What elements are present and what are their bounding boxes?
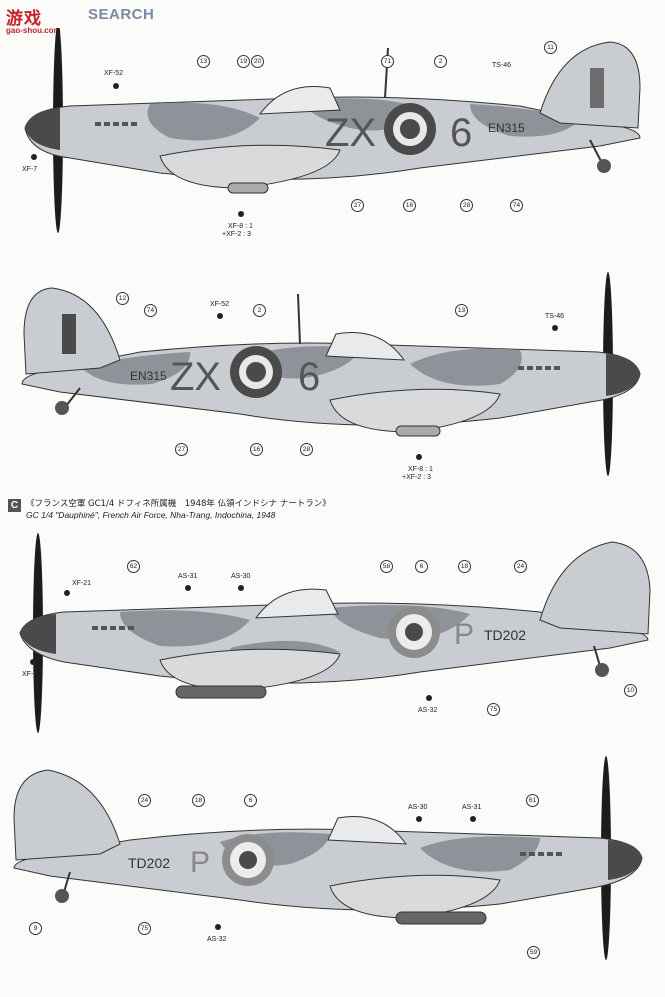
paint-label: XF-7: [22, 166, 38, 173]
watermark: 游戏 gao-shou.com SEARCH: [4, 2, 194, 38]
plane-1-drawing: ZX 6 EN315: [24, 28, 641, 233]
paint-label: XF-8: [22, 671, 38, 678]
plane-1-roundel-center: [400, 119, 420, 139]
paint-label: TS-46: [545, 313, 565, 320]
part-number: 2: [434, 55, 447, 68]
part-number: 71: [381, 55, 394, 68]
paint-callout-dot: [30, 659, 36, 665]
part-number: 62: [127, 560, 140, 573]
part-number: 27: [175, 443, 188, 456]
plane-1-serial: EN315: [488, 121, 525, 135]
part-number: 75: [138, 922, 151, 935]
part-number: 74: [510, 199, 523, 212]
paint-callout-dot: [185, 585, 191, 591]
plane-1-code-left: ZX: [325, 111, 376, 155]
plane-3-drawing: P TD202: [19, 533, 651, 733]
paint-callout-dot: [238, 211, 244, 217]
plane-3-serial: TD202: [484, 627, 526, 643]
paint-label: TS-46: [492, 62, 512, 69]
part-number: 61: [526, 794, 539, 807]
part-number: 75: [487, 703, 500, 716]
part-number: 6: [244, 794, 257, 807]
part-number: 16: [403, 199, 416, 212]
plane-4-drawing: P TD202: [13, 756, 643, 960]
part-number: 28: [300, 443, 313, 456]
paint-label: AS-32: [418, 707, 438, 714]
plane-4-serial: TD202: [128, 855, 170, 871]
watermark-text: SEARCH: [88, 6, 155, 23]
paint-label: XF-21: [72, 580, 92, 587]
plane-1-code-right: 6: [450, 111, 472, 155]
paint-mix-label: +XF-2 : 3: [402, 474, 431, 481]
plane-4-code-letter: P: [190, 846, 210, 879]
part-number: 16: [250, 443, 263, 456]
part-number: 13: [197, 55, 210, 68]
paint-label: XF-52: [210, 301, 230, 308]
part-number: 19: [237, 55, 250, 68]
paint-callout-dot: [426, 695, 432, 701]
part-number: 74: [144, 304, 157, 317]
paint-callout-dot: [113, 83, 119, 89]
paint-callout-dot: [416, 454, 422, 460]
plane-3-code-letter: P: [454, 618, 474, 651]
paint-label: AS-31: [462, 804, 482, 811]
part-number: 11: [544, 41, 557, 54]
paint-callout-dot: [552, 325, 558, 331]
paint-mix-label: XF-8 : 1: [408, 466, 433, 473]
plane-1-left-profile: ZX 6 EN315 XF-52 XF-7 TS-46 XF-8 : 1 +XF…: [0, 28, 665, 273]
part-number: 24: [514, 560, 527, 573]
part-number: 2: [253, 304, 266, 317]
part-number: 13: [455, 304, 468, 317]
paint-callout-dot: [215, 924, 221, 930]
section-title-jp: 《フランス空軍 GC1/4 ドフィネ所属機 1948年 仏領インドシナ ナートラ…: [26, 499, 331, 509]
paint-label: AS-30: [231, 573, 251, 580]
paint-mix-label: XF-8 : 1: [228, 223, 253, 230]
paint-callout-dot: [64, 590, 70, 596]
part-number: 24: [138, 794, 151, 807]
paint-callout-dot: [238, 585, 244, 591]
part-number: 6: [415, 560, 428, 573]
watermark-url: gao-shou.com: [6, 26, 61, 35]
part-number: 59: [527, 946, 540, 959]
section-title-en: GC 1/4 "Dauphiné", French Air Force, Nha…: [26, 510, 276, 520]
plane-3-roundel-center: [405, 623, 423, 641]
part-number: 58: [380, 560, 393, 573]
plane-2-code-right: 6: [298, 355, 320, 399]
part-number: 28: [460, 199, 473, 212]
paint-label: XF-52: [104, 70, 124, 77]
plane-2-serial: EN315: [130, 369, 167, 383]
section-badge: C: [8, 499, 21, 512]
part-number: 20: [251, 55, 264, 68]
plane-2-code-left: ZX: [170, 355, 221, 399]
part-number: 10: [624, 684, 637, 697]
paint-mix-label: +XF-2 : 3: [222, 231, 251, 238]
part-number: 9: [29, 922, 42, 935]
part-number: 18: [458, 560, 471, 573]
paint-label: AS-31: [178, 573, 198, 580]
section-header: C 《フランス空軍 GC1/4 ドフィネ所属機 1948年 仏領インドシナ ナー…: [8, 496, 408, 524]
paint-callout-dot: [416, 816, 422, 822]
plane-2-drawing: ZX 6 EN315: [21, 272, 641, 476]
part-number: 18: [192, 794, 205, 807]
paint-label: AS-32: [207, 936, 227, 943]
paint-callout-dot: [470, 816, 476, 822]
plane-4-right-profile: P TD202 24 18 6 AS-30 AS-31 61 9 75 AS-3…: [0, 752, 665, 997]
part-number: 27: [351, 199, 364, 212]
watermark-logo: 游戏: [6, 9, 42, 29]
plane-4-roundel-center: [239, 851, 257, 869]
paint-callout-dot: [217, 313, 223, 319]
plane-3-left-profile: P TD202 XF-21 62 AS-31 AS-30 58 6 18 24 …: [0, 528, 665, 773]
part-number: 12: [116, 292, 129, 305]
plane-2-right-profile: ZX 6 EN315 12 74 XF-52 2 13 TS-46 27 16 …: [0, 268, 665, 513]
paint-label: AS-30: [408, 804, 428, 811]
plane-2-roundel-center: [246, 362, 266, 382]
paint-callout-dot: [31, 154, 37, 160]
